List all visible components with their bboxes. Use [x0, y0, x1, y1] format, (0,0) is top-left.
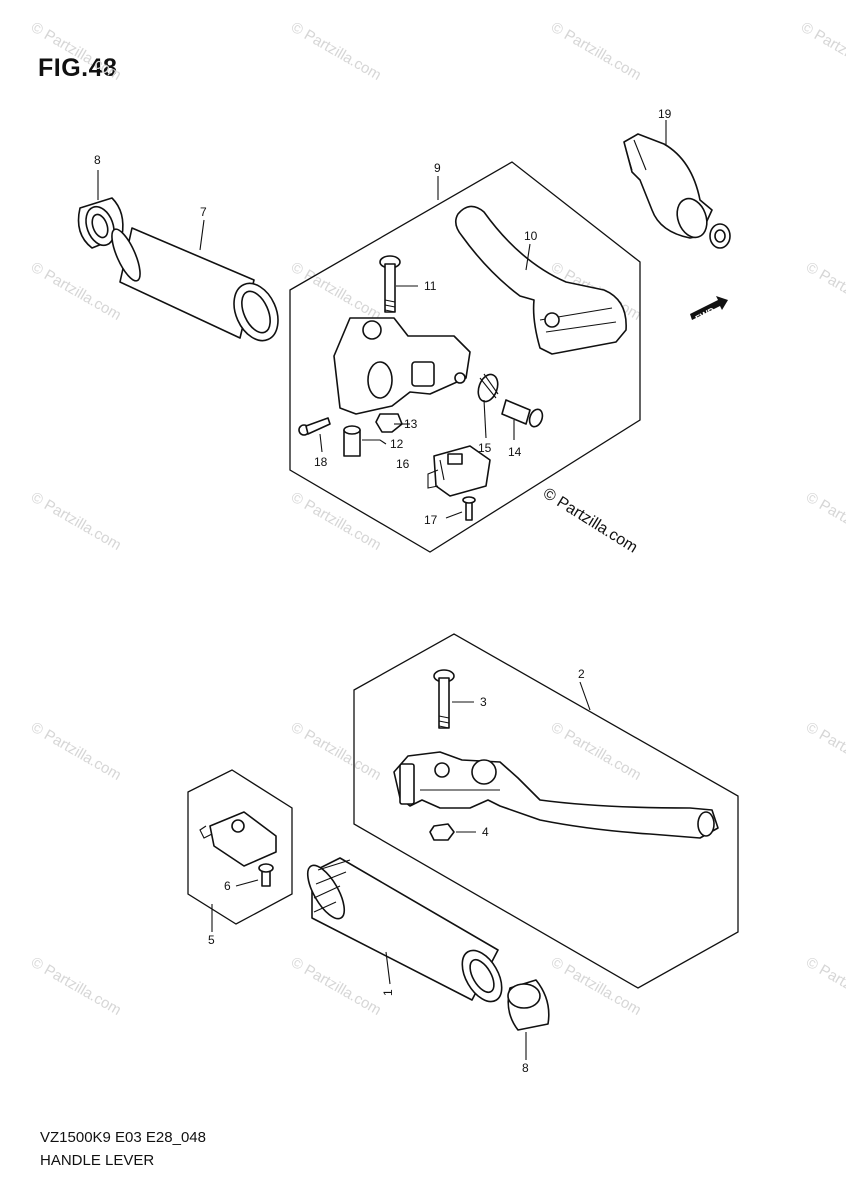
brake-switch — [199, 811, 277, 867]
clutch-lever-assembly-box — [289, 161, 641, 553]
callout-7: 7 — [200, 205, 207, 219]
adjuster-screw — [501, 399, 544, 428]
watermark: © Partzilla.com — [28, 719, 124, 784]
callout-2: 2 — [578, 667, 585, 681]
watermark: © Partzilla.com — [288, 954, 384, 1019]
watermark: © Partzilla.com — [798, 19, 846, 84]
watermark: © Partzilla.com — [28, 954, 124, 1019]
watermark: © Partzilla.com — [803, 954, 846, 1019]
pivot-bolt — [379, 255, 401, 313]
watermark: © Partzilla.com — [28, 489, 124, 554]
callout-1: 1 — [381, 989, 395, 996]
lever-boot — [623, 133, 731, 249]
brake-lever-assembly-box — [353, 633, 739, 989]
watermark: © Partzilla.com — [288, 719, 384, 784]
watermark: © Partzilla.com — [288, 489, 384, 554]
callout-15: 15 — [478, 441, 492, 455]
leader-lines-lower — [211, 681, 591, 1060]
callout-3: 3 — [480, 695, 487, 709]
callout-6: 6 — [224, 879, 231, 893]
forward-direction-marker: FWD — [690, 296, 728, 324]
callout-8-upper: 8 — [94, 153, 101, 167]
clutch-switch — [427, 445, 491, 497]
grip-end-weight-lower — [507, 979, 550, 1031]
callout-17: 17 — [424, 513, 438, 527]
clutch-lever — [454, 205, 627, 355]
callout-13: 13 — [404, 417, 418, 431]
lever-bracket — [333, 317, 471, 415]
callout-18: 18 — [314, 455, 328, 469]
watermark: © Partzilla.com — [803, 489, 846, 554]
watermark: © Partzilla.com — [548, 719, 644, 784]
nut-13 — [375, 413, 403, 433]
brake-pivot-bolt — [433, 669, 455, 729]
model-code: VZ1500K9 E03 E28_048 — [40, 1129, 206, 1146]
callout-12: 12 — [390, 437, 404, 451]
switch-screw — [462, 496, 476, 521]
brake-pivot-nut — [429, 823, 455, 841]
callout-9: 9 — [434, 161, 441, 175]
leader-lines-upper — [97, 120, 667, 519]
section-name: HANDLE LEVER — [40, 1152, 155, 1169]
collar — [343, 425, 361, 457]
copyright-notice: © Partzilla.com — [540, 485, 640, 557]
callout-19: 19 — [658, 107, 672, 121]
callouts-upper: 8 7 9 19 10 11 13 12 18 15 14 16 17 — [94, 107, 672, 527]
callout-5: 5 — [208, 933, 215, 947]
brake-switch-screw — [258, 863, 274, 887]
brake-switch-box — [187, 769, 293, 925]
watermark: © Partzilla.com — [803, 719, 846, 784]
watermark: © Partzilla.com — [803, 259, 846, 324]
figure-title: FIG.48 — [38, 54, 118, 82]
callout-10: 10 — [524, 229, 538, 243]
callout-8-lower: 8 — [522, 1061, 529, 1075]
watermark: © Partzilla.com — [28, 259, 124, 324]
callout-16: 16 — [396, 457, 410, 471]
adjuster-wheel — [477, 373, 499, 403]
throttle-grip — [306, 857, 503, 1003]
callout-14: 14 — [508, 445, 522, 459]
callout-11: 11 — [424, 279, 437, 293]
callouts-lower: 2 3 4 5 6 1 8 — [208, 667, 585, 1075]
brake-lever — [393, 751, 719, 839]
handlebar-grip-left — [111, 227, 279, 342]
watermark: © Partzilla.com — [28, 19, 124, 84]
callout-4: 4 — [482, 825, 489, 839]
small-screw-18 — [298, 417, 331, 436]
watermark: © Partzilla.com — [288, 19, 384, 84]
watermark: © Partzilla.com — [288, 259, 384, 324]
watermark: © Partzilla.com — [548, 19, 644, 84]
